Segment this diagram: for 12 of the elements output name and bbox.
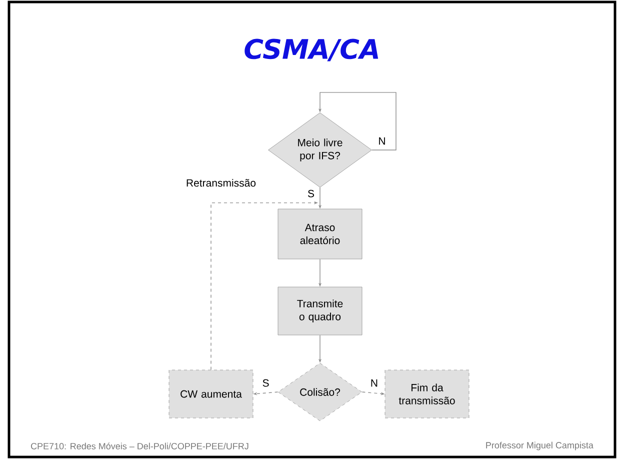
edge-label: S — [306, 188, 316, 198]
process-box: CW aumenta — [168, 370, 254, 418]
footer-text: Professor Miguel Campista — [486, 442, 594, 450]
edge-label: Retransmissão — [185, 178, 258, 188]
process-box: Fim da transmissão — [384, 370, 470, 418]
process-box: Transmite o quadro — [278, 286, 362, 336]
footer-text: CPE710: Redes Móveis – Del-Poli/COPPE-PEE/UFRJ — [31, 442, 248, 450]
title: CSMA/CA — [244, 38, 378, 62]
edge-label: N — [369, 378, 379, 388]
edge-label: S — [261, 378, 270, 388]
edge-label: N — [377, 136, 387, 146]
process-box: Atraso aleatório — [278, 208, 362, 260]
